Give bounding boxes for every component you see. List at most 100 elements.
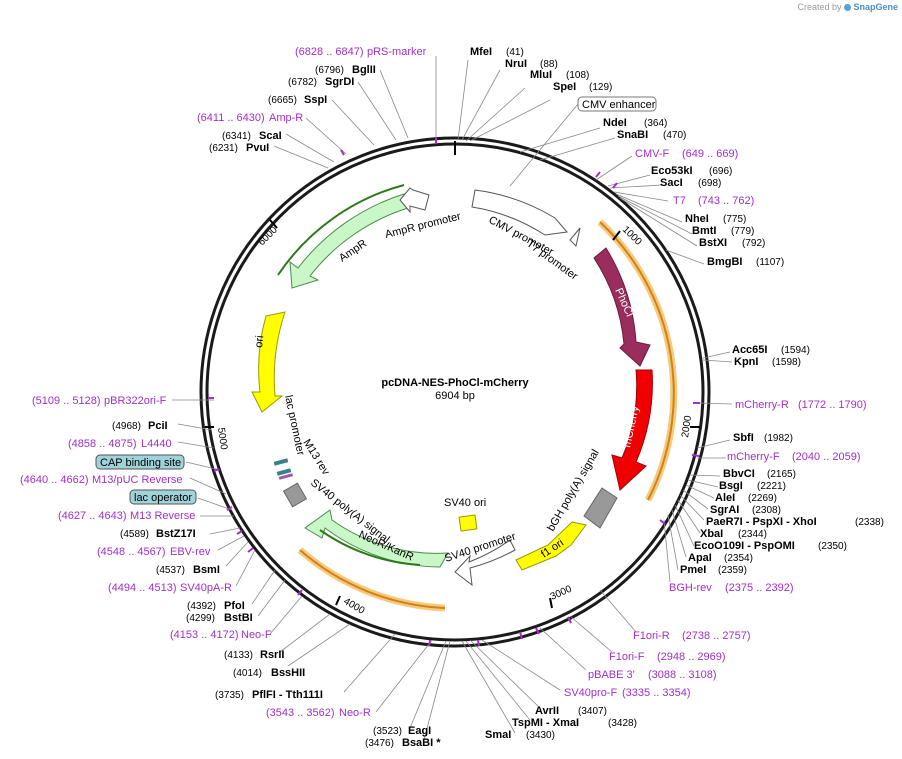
sv40-polya-box <box>282 482 308 508</box>
range-SV40pAR: (4494 .. 4513) <box>108 582 177 594</box>
range-M13pUC: (4640 .. 4662) <box>20 474 89 486</box>
enz-BstBI: BstBI <box>224 612 253 624</box>
range-F1oriR: (2738 .. 2757) <box>682 630 751 642</box>
range-mCherryR: (1772 .. 1790) <box>798 399 867 411</box>
primer-L4440: L4440 <box>141 438 172 450</box>
enz-PciI: PciI <box>148 420 168 432</box>
label-lac-promoter: lac promoter <box>282 394 307 457</box>
range-EBVrev: (4548 .. 4567) <box>97 546 166 558</box>
enz-BssHII: BssHII <box>271 667 305 679</box>
pos-SgrDI: (6782) <box>288 77 317 88</box>
primer-mCherryF: mCherry-F <box>727 451 780 463</box>
pos-BsaBI: (3476) <box>365 738 394 749</box>
enz-NdeI: NdeI <box>603 117 627 129</box>
bgh-box <box>583 487 618 529</box>
label-sv40-ori: SV40 ori <box>444 497 486 509</box>
pos-BstBI: (4299) <box>186 613 215 624</box>
enz-NruI: NruI <box>505 58 527 70</box>
pos-KpnI: (1598) <box>772 357 801 368</box>
t7-promoter-arrow <box>569 227 581 247</box>
primer-CMVF: CMV-F <box>635 148 670 160</box>
enz-SpeI: SpeI <box>553 81 576 93</box>
enz-BbvCI: BbvCI <box>723 468 755 480</box>
halo-line-phocl-mcherry <box>599 221 675 501</box>
backbone-outer <box>199 136 711 648</box>
credit-prefix: Created by <box>797 2 842 12</box>
range-NeoR: (3543 .. 3562) <box>266 707 335 719</box>
enz-PvuI: PvuI <box>246 142 269 154</box>
primer-marks <box>208 138 700 647</box>
pos-Acc65I: (1594) <box>781 345 810 356</box>
enz-SbfI: SbfI <box>733 432 754 444</box>
enz-MfeI: MfeI <box>470 46 492 58</box>
cap-site-marker <box>273 458 289 466</box>
label-ampr-promoter: AmpR promoter <box>384 210 463 241</box>
primer-F1oriR: F1ori-R <box>633 630 670 642</box>
lac-operator-box <box>129 489 197 505</box>
pos-BmgBI: (1107) <box>756 257 784 268</box>
pos-ScaI: (6341) <box>222 131 251 142</box>
ampr-arrow <box>289 193 409 289</box>
pos-AleI: (2269) <box>748 493 777 504</box>
cmv-promoter-arrow <box>471 189 568 236</box>
primer-pRS: pRS-marker <box>367 46 427 58</box>
range-CMVF: (649 .. 669) <box>682 148 738 160</box>
range-pBR322: (5109 .. 5128) <box>32 395 101 407</box>
enz-RsrII: RsrII <box>260 649 284 661</box>
primer-SV40proF: SV40pro-F <box>564 687 617 699</box>
left-labels: Neo-F (4153 .. 4172) BstBI (4299) PfoI (… <box>20 46 427 641</box>
pos-EcoO109I: (2350) <box>818 541 847 552</box>
bottom-labels: F1ori-R (2738 .. 2757) F1ori-F (2948 .. … <box>215 630 751 749</box>
range-pBABE: (3088 .. 3108) <box>648 669 717 681</box>
enz-SnaBI: SnaBI <box>617 129 648 141</box>
pos-SmaI: (3430) <box>526 730 555 741</box>
pos-RsrII: (4133) <box>224 650 253 661</box>
enz-TspMI: TspMI - XmaI <box>512 717 579 729</box>
pos-MluI: (108) <box>566 70 589 81</box>
enz-AvrII: AvrII <box>535 705 559 717</box>
sv40-ori-box <box>458 514 478 532</box>
enz-ScaI: ScaI <box>259 130 282 142</box>
enz-BsgI: BsgI <box>719 480 743 492</box>
pos-PvuI: (6231) <box>209 143 238 154</box>
pos-BglII: (6796) <box>315 65 344 76</box>
pos-PaeR7I: (2338) <box>855 517 884 528</box>
primer-T7: T7 <box>673 195 686 207</box>
lac-operator-marker <box>276 468 292 476</box>
pos-TspMI: (3428) <box>608 718 637 729</box>
range-M13Rev: (4627 .. 4643) <box>58 510 127 522</box>
plasmid-name: pcDNA-NES-PhoCl-mCherry <box>381 377 529 389</box>
range-pRS: (6828 .. 6847) <box>295 46 364 58</box>
pos-NheI: (775) <box>723 214 746 225</box>
enz-PflFI: PflFI - Tth111I <box>252 689 323 701</box>
pos-ApaI: (2354) <box>724 553 753 564</box>
range-SV40proF: (3335 .. 3354) <box>622 687 691 699</box>
cap-site-box <box>95 454 185 470</box>
enz-Eco53kI: Eco53kI <box>651 165 693 177</box>
plasmid-size: 6904 bp <box>435 390 475 402</box>
enz-KpnI: KpnI <box>734 356 758 368</box>
ampr-promoter-arrow <box>399 187 430 214</box>
f1ori-arrow <box>515 521 587 571</box>
sv40-promoter-arrow <box>454 539 516 587</box>
neo-cds-line <box>319 529 421 566</box>
enz-EcoO109I: EcoO109I - PspOMI <box>694 540 795 552</box>
cmv-enhancer-label: CMV enhancer <box>582 99 656 111</box>
cap-site-label: CAP binding site <box>100 457 181 469</box>
m13rev-marker <box>278 473 294 480</box>
snapgene-logo-icon <box>844 4 852 12</box>
primer-M13pUC: M13/pUC Reverse <box>92 474 182 486</box>
enz-BmgBI: BmgBI <box>707 256 742 268</box>
enz-MluI: MluI <box>530 69 552 81</box>
pos-BmtI: (779) <box>731 226 754 237</box>
enz-PmeI: PmeI <box>680 564 706 576</box>
pos-BstXI: (792) <box>742 238 765 249</box>
enz-SgrDI: SgrDI <box>325 76 354 88</box>
pos-SgrAI: (2308) <box>752 505 781 516</box>
range-mCherryF: (2040 .. 2059) <box>792 451 861 463</box>
primer-SV40pAR: SV40pA-R <box>180 582 232 594</box>
primer-M13Rev: M13 Reverse <box>130 510 195 522</box>
right-labels: MfeI (41) NruI (88) MluI (108) SpeI (129… <box>470 46 884 594</box>
enz-BsmI: BsmI <box>193 564 220 576</box>
pos-SpeI: (129) <box>589 82 612 93</box>
